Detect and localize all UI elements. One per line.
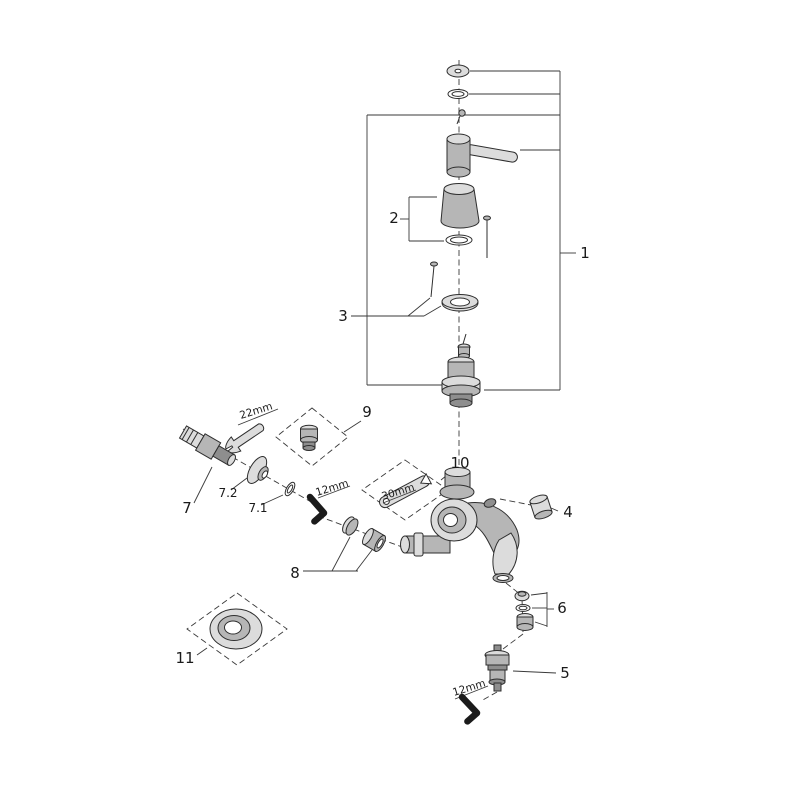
callout-7: 7 [182,499,192,517]
callout-9: 9 [362,403,372,421]
group-11-rosette [186,592,288,666]
dim-12mm-bottom: 12mm [451,677,487,698]
part-filter-disc [342,516,359,536]
axis-part-5-key [480,691,498,702]
callout-6-bracket [530,592,554,627]
callout-5-leader [512,670,557,674]
hex-key-12mm-top-icon [306,493,328,525]
part-6-stack [514,590,534,631]
dim-12mm-top-underline [317,485,351,499]
callout-7-leaders [193,466,284,506]
callout-7-2: 7.2 [218,486,237,500]
part-union-nut [362,528,386,552]
part-cartridge-sleeve [440,183,480,229]
axis-part-4 [499,498,532,506]
part-diverter-cartridge [484,644,510,692]
callout-2-bracket [400,196,444,242]
part-screw-left [430,261,438,298]
callout-2: 2 [389,209,399,227]
part-o-ring-top [447,89,469,99]
part-union-seal-ring [284,481,296,497]
part-wall-escutcheon-ring [441,294,479,312]
callout-11: 11 [175,649,194,667]
part-lever-handle [446,133,518,178]
callout-3: 3 [338,307,348,325]
callout-7-1: 7.1 [248,501,267,515]
callout-5: 5 [560,664,570,682]
group-9-check-valve [275,407,362,467]
callout-4: 4 [563,503,573,521]
callout-8: 8 [290,564,300,582]
dim-22mm-underline [237,408,279,426]
dim-12mm-top: 12mm [314,477,350,498]
callout-1: 1 [580,244,590,262]
callout-4-leader [550,507,559,512]
callout-1-bracket [366,70,576,391]
callout-6: 6 [557,599,567,617]
part-plug-cap [529,494,553,520]
hex-key-12mm-bottom-icon [458,693,481,725]
part-screw-right [483,215,491,258]
axis-part-6 [502,582,524,650]
part-screw-cap [446,64,470,78]
dim-22mm: 22mm [238,400,274,421]
part-o-ring-sleeve [445,234,473,246]
group-10-mounting-tool [361,459,453,521]
part-stop-screw [457,333,471,359]
part-union-escutcheon [246,456,269,484]
callout-10: 10 [450,454,469,472]
callout-8-leaders [303,536,373,572]
part-mixer-body [400,467,520,583]
part-cartridge [441,356,481,408]
part-s-union [178,425,236,466]
part-handle-screw [456,109,466,125]
callout-3-leader [351,297,442,317]
